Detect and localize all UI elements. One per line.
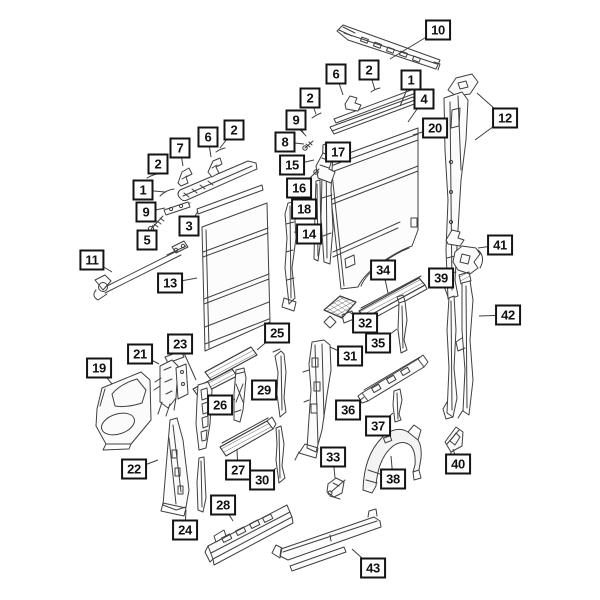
callout-6[interactable]: 6	[325, 63, 347, 85]
part-support-bracket-33	[327, 478, 345, 499]
callout-21[interactable]: 21	[127, 343, 153, 365]
part-sill-reinforcement-rail	[358, 355, 428, 403]
callout-22[interactable]: 22	[121, 458, 147, 480]
callout-7[interactable]: 7	[169, 137, 191, 159]
part-rail-clip-bracket-6	[208, 158, 222, 177]
callout-43[interactable]: 43	[360, 557, 386, 579]
part-screw-8	[303, 141, 313, 150]
callout-1-2[interactable]: 1	[132, 179, 154, 201]
part-rail-clip-bracket-right	[345, 96, 361, 111]
part-pillar-filler-strip-24	[197, 457, 206, 512]
callout-41[interactable]: 41	[487, 234, 513, 256]
callout-38[interactable]: 38	[380, 468, 406, 490]
callout-2[interactable]: 2	[358, 59, 380, 81]
part-quarter-vent-panel	[96, 372, 151, 450]
callout-5[interactable]: 5	[136, 229, 158, 251]
part-pillar-side-strip-29	[273, 349, 286, 417]
callout-17[interactable]: 17	[325, 141, 351, 163]
part-side-outer-panel-rear	[327, 128, 418, 289]
part-pillar-reinforcement-26	[234, 368, 246, 422]
callout-8[interactable]: 8	[274, 131, 296, 153]
part-a-pillar-lower	[161, 418, 189, 516]
callout-16[interactable]: 16	[286, 177, 312, 199]
callout-9-2[interactable]: 9	[135, 201, 157, 223]
part-support-bracket-platform	[324, 296, 356, 328]
callout-15[interactable]: 15	[279, 154, 305, 176]
part-roof-rail-edge	[330, 89, 417, 134]
callout-11[interactable]: 11	[79, 249, 105, 271]
part-rocker-panel-inner	[205, 505, 293, 565]
callout-2-4[interactable]: 2	[147, 153, 169, 175]
part-b-pillar-inner	[282, 202, 296, 311]
callout-1[interactable]: 1	[400, 69, 422, 91]
part-rocker-panel-outer	[272, 509, 381, 571]
callout-3[interactable]: 3	[178, 215, 200, 237]
callout-27[interactable]: 27	[225, 459, 251, 481]
part-side-outer-panel-front	[202, 203, 270, 351]
part-pillar-filler-strip-35	[397, 295, 407, 353]
callout-28[interactable]: 28	[210, 494, 236, 516]
callout-31[interactable]: 31	[337, 345, 363, 367]
part-c-pillar-inner	[295, 340, 331, 460]
part-inner-sill-rail	[220, 417, 276, 456]
callout-42[interactable]: 42	[495, 304, 521, 326]
callout-40[interactable]: 40	[445, 453, 471, 475]
part-pillar-bracket-assembly	[154, 351, 188, 416]
callout-34[interactable]: 34	[370, 259, 396, 281]
part-d-pillar-lower-strip-39	[443, 296, 457, 419]
part-b-pillar-outer	[196, 382, 212, 450]
callout-25[interactable]: 25	[264, 322, 290, 344]
callout-24[interactable]: 24	[172, 519, 198, 541]
part-fastener-strip-9	[164, 202, 190, 215]
part-sliding-door-track-rail	[94, 241, 188, 300]
part-rail-clip-bracket-7	[178, 168, 192, 186]
part-d-pillar-assembly	[444, 74, 478, 299]
callout-4[interactable]: 4	[413, 88, 435, 110]
callout-12[interactable]: 12	[492, 107, 518, 129]
callout-30[interactable]: 30	[249, 469, 275, 491]
callout-13[interactable]: 13	[157, 272, 183, 294]
part-pillar-side-strip-30	[276, 426, 285, 483]
callout-29[interactable]: 29	[251, 379, 277, 401]
part-bolt	[313, 169, 319, 175]
part-roof-drip-rail	[178, 161, 257, 201]
callout-35[interactable]: 35	[365, 332, 391, 354]
part-d-pillar-outer-strip-42	[456, 272, 473, 418]
part-corner-bracket-40	[445, 427, 463, 458]
callout-9[interactable]: 9	[285, 109, 307, 131]
part-roof-side-rail-upper	[337, 25, 440, 70]
part-corner-bracket-41	[446, 230, 483, 274]
callout-2-3[interactable]: 2	[223, 119, 245, 141]
part-pillar-filler-strip-37	[393, 389, 402, 422]
part-pillar-strip-18	[314, 180, 321, 261]
callout-6-2[interactable]: 6	[197, 126, 219, 148]
callout-20[interactable]: 20	[422, 117, 448, 139]
callout-10[interactable]: 10	[425, 19, 451, 41]
callout-39[interactable]: 39	[428, 267, 454, 289]
callout-19[interactable]: 19	[86, 357, 112, 379]
callout-23[interactable]: 23	[167, 333, 193, 355]
callout-14[interactable]: 14	[296, 223, 322, 245]
callout-18[interactable]: 18	[291, 198, 317, 220]
callout-37[interactable]: 37	[365, 415, 391, 437]
callout-2-2[interactable]: 2	[299, 87, 321, 109]
callout-36[interactable]: 36	[335, 399, 361, 421]
callout-33[interactable]: 33	[320, 446, 346, 468]
callout-32[interactable]: 32	[352, 312, 378, 334]
callout-26[interactable]: 26	[207, 394, 233, 416]
